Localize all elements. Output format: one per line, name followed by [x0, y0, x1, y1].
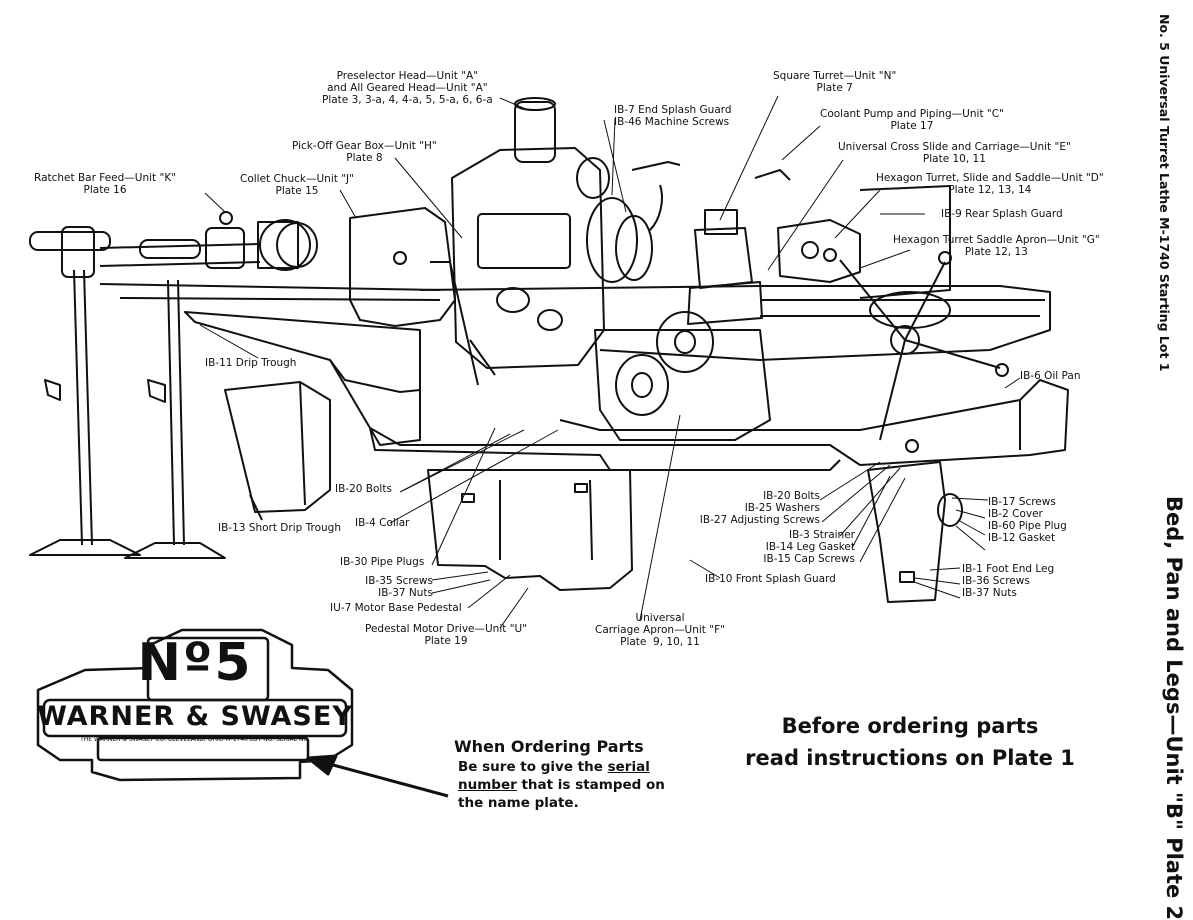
headstock [451, 97, 653, 376]
label-end-splash-guard: IB-7 End Splash Guard IB-46 Machine Scre… [614, 104, 732, 128]
ordering-line1-prefix: Be sure to give the [458, 759, 608, 775]
square-turret [687, 209, 763, 325]
turret-handwheel [839, 251, 1009, 453]
nameplate-brand: WARNER & SWASEY [37, 701, 353, 732]
drip-trough [184, 311, 421, 446]
hexagon-turret [777, 185, 951, 299]
label-motor-base-pedestal: IU-7 Motor Base Pedestal [330, 602, 462, 614]
nameplate-small-text: THE WARNER & SWASEY CO. CLEVELAND, OHIO … [80, 736, 310, 743]
warner-swasey-nameplate: Nº5 WARNER & SWASEY THE WARNER & SWASEY … [30, 625, 360, 795]
coolant-piping [631, 161, 791, 231]
label-pick-off-gear-box: Pick-Off Gear Box—Unit "H" Plate 8 [292, 140, 437, 164]
motor-pedestal [427, 469, 633, 591]
ordering-line2-suffix: that is stamped on [516, 777, 665, 793]
label-coolant-pump: Coolant Pump and Piping—Unit "C" Plate 1… [820, 108, 1004, 132]
label-ratchet-bar-feed: Ratchet Bar Feed—Unit "K" Plate 16 [34, 172, 177, 196]
foot-end-leg [867, 461, 963, 603]
label-preselector-head: Preselector Head—Unit "A" and All Geared… [322, 70, 493, 106]
nameplate-shield [36, 628, 354, 782]
label-cover-plug-gasket: IB-17 Screws IB-2 Cover IB-60 Pipe Plug … [988, 496, 1067, 544]
pick-off-gear-box [349, 207, 479, 386]
plate-notice: Before ordering parts read instructions … [745, 714, 1075, 770]
label-screws-nuts: IB-35 Screws IB-37 Nuts [365, 575, 433, 599]
ordering-line3: the name plate. [458, 795, 579, 811]
short-drip-trough [224, 381, 331, 521]
label-bolts-washers-screws: IB-20 Bolts IB-25 Washers IB-27 Adjustin… [699, 490, 820, 526]
label-front-splash-guard: IB-10 Front Splash Guard [705, 573, 836, 585]
carriage-apron [594, 311, 771, 441]
label-drip-trough: IB-11 Drip Trough [205, 357, 297, 369]
label-collar: IB-4 Collar [355, 517, 410, 529]
bar-feed-stand-left [29, 226, 141, 556]
plate-title: Bed, Pan and Legs—Unit "B" Plate 2 [1162, 496, 1186, 920]
label-pedestal-motor-drive: Pedestal Motor Drive—Unit "U" Plate 19 [365, 623, 528, 647]
nameplate-number: Nº5 [137, 633, 253, 693]
lathe-diagram [29, 95, 1069, 798]
label-foot-end-leg: IB-1 Foot End Leg IB-36 Screws IB-37 Nut… [962, 563, 1055, 599]
ordering-instructions: When Ordering Parts Be sure to give the … [452, 736, 702, 812]
serial-arrow [306, 754, 449, 798]
label-hexagon-turret: Hexagon Turret, Slide and Saddle—Unit "D… [876, 172, 1104, 196]
label-oil-pan: IB-6 Oil Pan [1020, 370, 1081, 382]
label-short-drip-trough: IB-13 Short Drip Trough [218, 522, 341, 534]
label-ib20-bolts: IB-20 Bolts [335, 483, 392, 495]
label-cross-slide: Universal Cross Slide and Carriage—Unit … [838, 141, 1071, 165]
ordering-heading: When Ordering Parts [454, 737, 644, 756]
oil-pan [369, 379, 1069, 471]
label-strainer-gasket-capscrews: IB-3 Strainer IB-14 Leg Gasket IB-15 Cap… [763, 529, 855, 565]
leader-lines [199, 95, 1021, 629]
bar-feed-stand-right [124, 239, 226, 559]
label-collet-chuck: Collet Chuck—Unit "J" Plate 15 [240, 173, 354, 197]
ordering-number-word: number [458, 777, 517, 793]
feed-bar [99, 211, 441, 301]
lathe-bed [419, 285, 1051, 361]
label-rear-splash-guard: IB-9 Rear Splash Guard [941, 208, 1063, 220]
label-carriage-apron: Universal Carriage Apron—Unit "F" Plate … [595, 612, 725, 648]
collet-chuck [257, 219, 318, 271]
ordering-text: Be sure to give the serial number that i… [458, 758, 698, 812]
series-title: No. 5 Universal Turret Lathe M-1740 Star… [1157, 14, 1172, 372]
label-pipe-plugs: IB-30 Pipe Plugs [340, 556, 425, 568]
label-square-turret: Square Turret—Unit "N" Plate 7 [773, 70, 897, 94]
label-saddle-apron: Hexagon Turret Saddle Apron—Unit "G" Pla… [893, 234, 1100, 258]
ordering-serial-word: serial [607, 759, 650, 775]
